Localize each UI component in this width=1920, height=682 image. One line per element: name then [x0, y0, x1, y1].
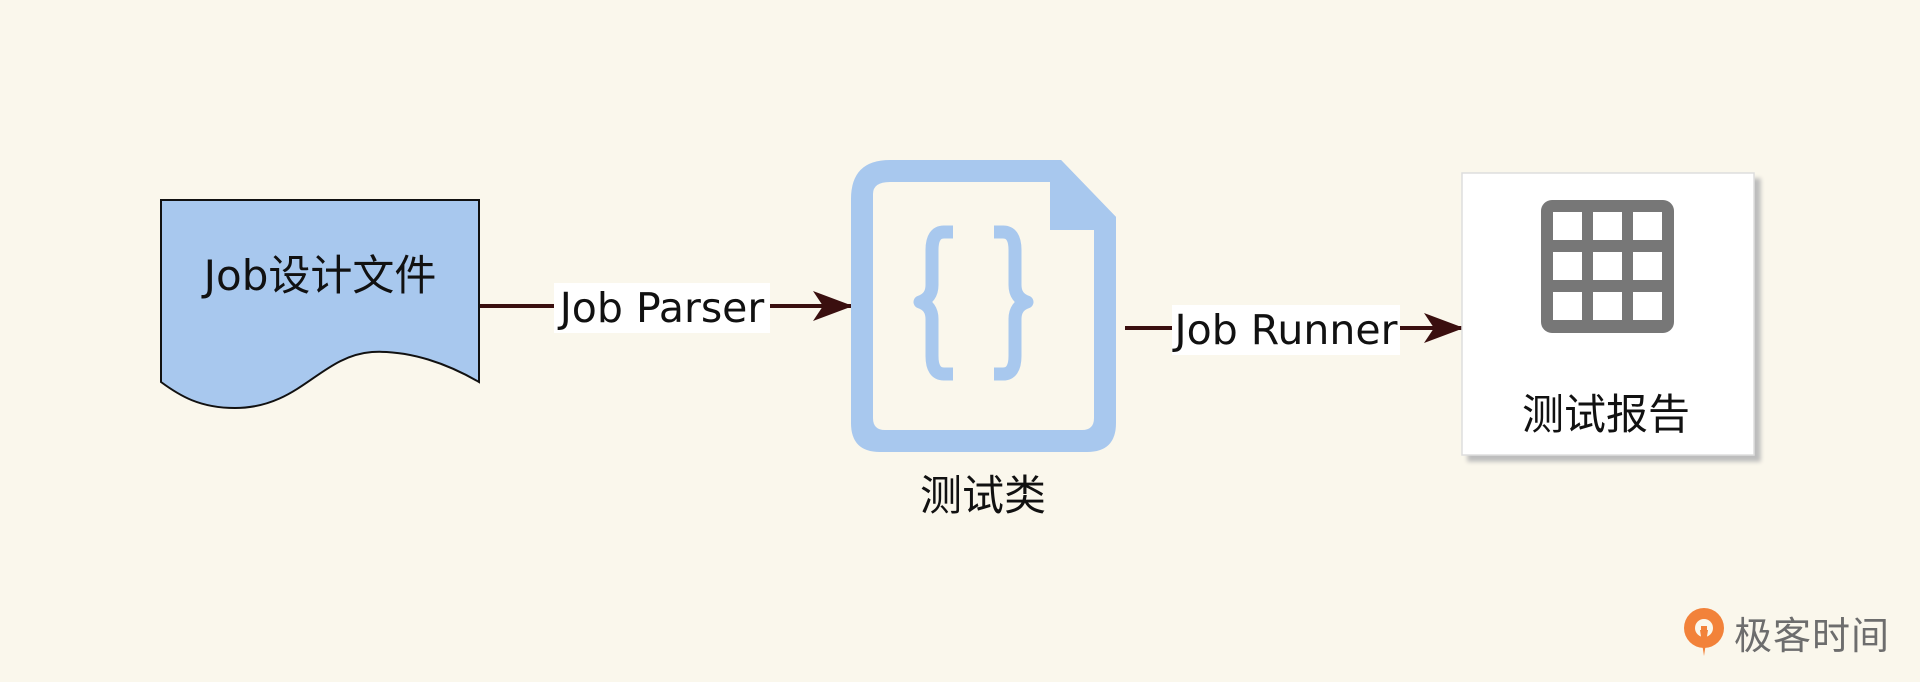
- test-class-label: 测试类: [920, 471, 1046, 520]
- edge-job-parser: Job Parser: [480, 283, 853, 333]
- test-report-node: 测试报告: [1461, 172, 1755, 456]
- brand-watermark: 极客时间: [1682, 605, 1890, 660]
- brand-name: 极客时间: [1733, 614, 1890, 658]
- document-shape: [160, 199, 480, 410]
- job-design-file-node: Job设计文件: [160, 199, 480, 410]
- job-design-file-label: Job设计文件: [201, 251, 437, 300]
- job-parser-label: Job Parser: [557, 284, 765, 332]
- edge-job-runner: Job Runner: [1125, 305, 1464, 355]
- job-runner-label: Job Runner: [1172, 306, 1398, 354]
- test-report-label: 测试报告: [1522, 390, 1690, 439]
- grid-table-icon: [1541, 200, 1674, 333]
- geektime-logo-icon: [1683, 607, 1724, 656]
- edge-label-background: [1172, 305, 1400, 355]
- test-class-node: 测试类: [851, 160, 1116, 520]
- edge-label-background: [554, 283, 770, 333]
- code-file-icon: [851, 160, 1116, 452]
